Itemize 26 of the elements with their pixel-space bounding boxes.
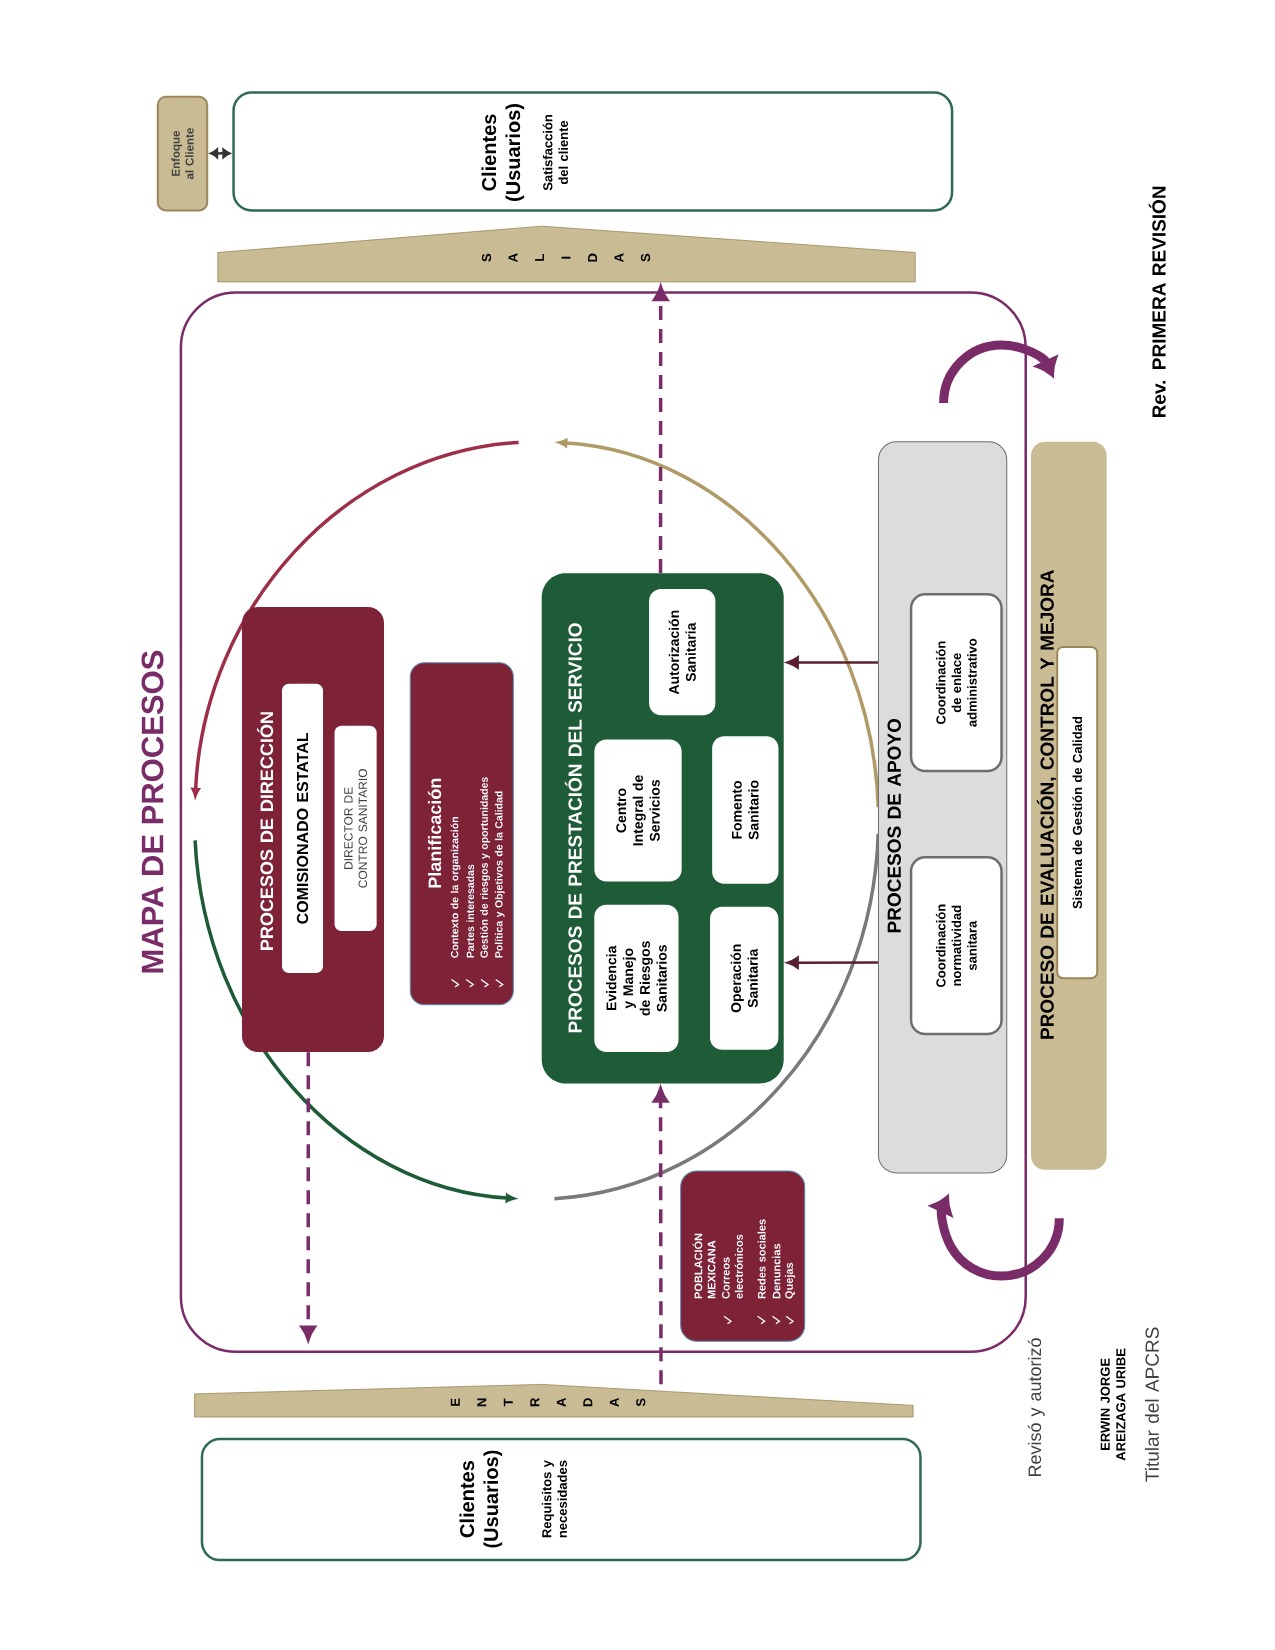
role-box: DIRECTOR DE CONTRO SANITARIO <box>334 725 377 931</box>
client-box: Clientes (Usuarios) Satisfacción del cliente <box>232 91 954 212</box>
banner: S A L I D A S <box>217 225 916 283</box>
banner: E N T R A D A S <box>194 1384 914 1418</box>
dashed-arrow <box>653 285 669 574</box>
task-box: Coordinación normatividad sanitara <box>909 856 1003 1036</box>
task-box: Sistema de Gestión de Calidad <box>1056 645 1099 980</box>
revision-note: Rev. PRIMERA REVISIÓN <box>1148 186 1166 418</box>
arrow <box>786 956 878 969</box>
note-box: Planificación Contexto de la organización Partes interesadas Gestión de riesgos y oportunidades Política y Objetivos de la Calidad <box>409 662 514 1006</box>
signature-label: Revisó y autorizó <box>1027 1338 1045 1477</box>
task-box: Evidencia y Manejo de Riesgos Sanitarios <box>594 904 679 1052</box>
task-box: Centro Integral de Servicios <box>594 739 682 882</box>
title: MAPA DE PROCESOS <box>141 650 164 973</box>
role-box: COMISIONADO ESTATAL <box>282 683 323 974</box>
double-arrow <box>209 148 231 159</box>
arrow <box>786 656 878 669</box>
task-box: Operación Sanitaria <box>710 906 779 1050</box>
signer-role: Titular del APCRS <box>1144 1327 1159 1482</box>
signer-name: ERWIN JORGE AREIZAGA URIBE <box>1100 1348 1126 1461</box>
task-box: Fomento Sanitario <box>712 736 779 884</box>
task-box: Coordinación de enlace administrativo <box>909 593 1003 773</box>
note-box: POBLACIÓN MEXICANA Correos electrónicos Redes sociales Denuncias Quejas <box>680 1170 806 1342</box>
label-box: Enfoque al Cliente <box>156 95 209 212</box>
task-box: Autorización Sanitaria <box>649 589 716 716</box>
client-box: Clientes (Usuarios) Requisitos y necesidades <box>200 1437 922 1562</box>
